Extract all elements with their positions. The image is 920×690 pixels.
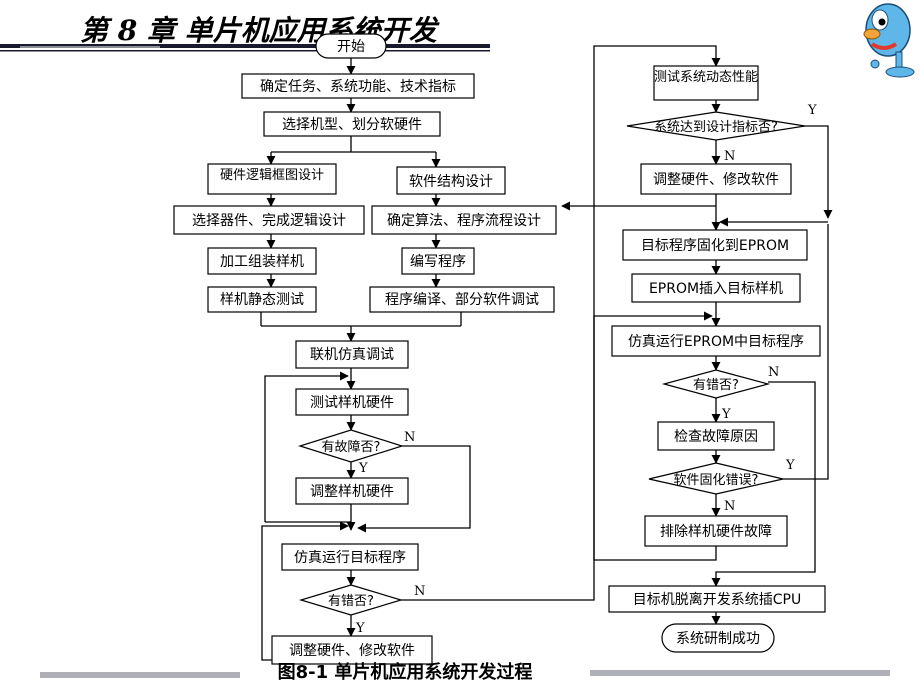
- algorithm-box: [371, 205, 557, 235]
- solidify-label: 目标程序固化到EPROM: [641, 238, 789, 254]
- adjust-hw-sw-label: 调整硬件、修改软件: [289, 643, 415, 659]
- label-y-spec: Y: [807, 103, 817, 118]
- has-error-label: 有错否?: [328, 594, 374, 609]
- label-y-error2: Y: [721, 407, 731, 422]
- select-model-label: 选择机型、划分软硬件: [282, 117, 422, 133]
- label-n-error2: N: [768, 365, 779, 380]
- header-dashes: [20, 46, 160, 48]
- has-error2-diamond: [661, 369, 771, 399]
- meets-spec-label: 系统达到设计指标否?: [654, 120, 778, 135]
- check-fault-box: [657, 421, 775, 451]
- assemble-label: 加工组装样机: [220, 254, 304, 270]
- insert-eprom-label: EPROM插入目标样机: [649, 281, 783, 297]
- write-prog-label: 编写程序: [410, 254, 466, 270]
- branch-labels: N Y N Y Y N N Y Y N: [355, 103, 817, 636]
- adjust-hw-sw-box: [271, 635, 433, 665]
- solidify-box: [622, 229, 808, 261]
- adjust-hw-box: [295, 477, 409, 505]
- sw-struct-box: [396, 166, 506, 195]
- success-node: [661, 623, 775, 653]
- flow-nodes: [173, 33, 826, 665]
- assemble-box: [207, 247, 317, 275]
- test-hw-label: 测试样机硬件: [310, 395, 394, 411]
- static-test-label: 样机静态测试: [220, 292, 304, 308]
- sim-run-label: 仿真运行目标程序: [294, 550, 406, 566]
- static-test-box: [207, 286, 317, 313]
- run-eprom-box: [611, 325, 821, 357]
- footer-stripe-right: [590, 670, 890, 676]
- remove-fault-label: 排除样机硬件故障: [660, 524, 772, 540]
- detach-label: 目标机脱离开发系统插CPU: [633, 591, 801, 608]
- adjust-hw-label: 调整样机硬件: [310, 484, 394, 500]
- select-model-box: [263, 111, 441, 137]
- has-fault-diamond: [297, 429, 405, 463]
- compile-box: [369, 286, 555, 313]
- start-label: 开始: [337, 39, 365, 55]
- test-hw-box: [295, 388, 409, 416]
- flow-texts: 开始 确定任务、系统功能、技术指标 选择机型、划分软硬件 硬件逻辑框图设计 软件…: [192, 39, 804, 659]
- footer-stripe-left: [40, 672, 240, 678]
- compile-label: 程序编译、部分软件调试: [385, 292, 539, 308]
- online-sim-box: [295, 340, 409, 369]
- sw-struct-label: 软件结构设计: [409, 174, 493, 190]
- label-y-solidify: Y: [785, 458, 795, 473]
- write-prog-box: [401, 247, 475, 275]
- define-task-label: 确定任务、系统功能、技术指标: [260, 79, 456, 95]
- success-label: 系统研制成功: [676, 631, 760, 647]
- header-bar: [0, 44, 490, 48]
- meets-spec-diamond: [626, 111, 806, 141]
- detach-box: [608, 585, 826, 613]
- online-sim-label: 联机仿真调试: [310, 347, 394, 363]
- adjust-hw-sw2-label: 调整硬件、修改软件: [653, 172, 779, 188]
- label-n-spec: N: [724, 149, 735, 164]
- has-fault-label: 有故障否?: [322, 440, 381, 455]
- label-y-fault: Y: [358, 461, 368, 476]
- hw-logic-box: [207, 163, 337, 195]
- label-n-error: N: [414, 584, 425, 599]
- figure-caption: 图8-1 单片机应用系统开发过程: [278, 661, 533, 683]
- hw-logic-label: 硬件逻辑框图设计: [220, 168, 324, 183]
- algorithm-label: 确定算法、程序流程设计: [387, 213, 541, 229]
- label-n-fault: N: [404, 430, 415, 445]
- insert-eprom-box: [631, 273, 801, 303]
- select-parts-box: [173, 205, 365, 235]
- label-n-solidify: N: [724, 499, 735, 514]
- check-fault-label: 检查故障原因: [674, 429, 758, 445]
- adjust-hw-sw2-box: [640, 163, 792, 195]
- solidify-error-label: 软件固化错误?: [674, 473, 759, 488]
- sim-run-box: [281, 543, 419, 571]
- cartoon-mascot-icon: [863, 3, 915, 78]
- label-y-error: Y: [355, 621, 365, 636]
- define-task-box: [241, 73, 475, 99]
- test-dynamic-box: [653, 65, 759, 101]
- select-parts-label: 选择器件、完成逻辑设计: [192, 213, 346, 229]
- caption-area: 图8-1 单片机应用系统开发过程: [40, 661, 890, 683]
- connectors: [260, 45, 833, 661]
- run-eprom-label: 仿真运行EPROM中目标程序: [628, 334, 804, 350]
- test-dynamic-label: 测试系统动态性能: [654, 70, 758, 85]
- has-error2-label: 有错否?: [693, 378, 739, 393]
- header-bar-thin: [0, 50, 490, 52]
- start-node: [315, 33, 387, 59]
- has-error-diamond: [298, 584, 404, 616]
- remove-fault-box: [644, 515, 788, 547]
- header: 第 8 章 单片机应用系统开发: [0, 14, 490, 52]
- solidify-error-diamond: [648, 462, 784, 495]
